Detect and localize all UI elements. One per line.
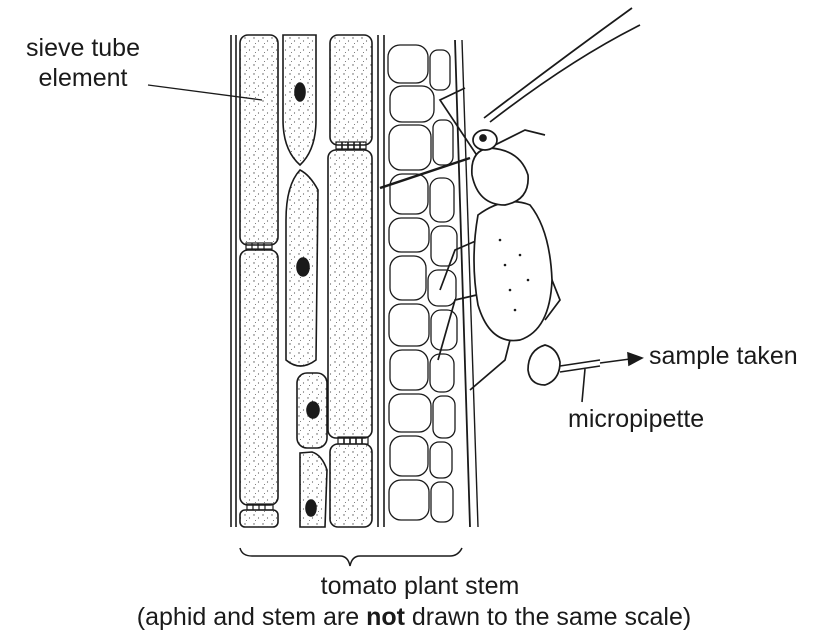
stem-epidermis: [455, 40, 470, 527]
scale-note-prefix: (aphid and stem are: [137, 603, 366, 631]
sieve-tube-column-right: [328, 35, 372, 527]
aphid-eye: [480, 135, 486, 141]
aphid-antenna: [484, 8, 632, 118]
aphid-leg: [440, 88, 480, 160]
aphid-stylet: [380, 158, 470, 188]
sieve-tube-label-line2: element: [8, 63, 158, 93]
sample-droplet: [528, 345, 560, 385]
stem-bracket: [240, 548, 462, 566]
aphid: [380, 8, 640, 390]
tomato-stem: [231, 35, 478, 527]
scale-note-suffix: drawn to the same scale): [405, 603, 691, 631]
sample-taken-label: sample taken: [649, 341, 798, 371]
micropipette-label: micropipette: [568, 404, 704, 434]
sieve-tube-column-left: [240, 35, 278, 527]
micropipette: [560, 353, 642, 402]
aphid-antenna: [490, 25, 640, 122]
arrow-shaft: [600, 359, 630, 363]
scale-note-emphasis: not: [366, 603, 405, 631]
micropipette-pointer: [582, 369, 585, 402]
companion-cells: [283, 35, 327, 527]
scale-note: (aphid and stem are not drawn to the sam…: [0, 602, 828, 632]
cortex-parenchyma: [388, 45, 457, 522]
stem-caption: tomato plant stem: [0, 571, 828, 601]
sieve-tube-element-label: sieve tube element: [8, 33, 158, 93]
sieve-tube-label-line1: sieve tube: [8, 33, 158, 63]
aphid-leg: [440, 240, 478, 290]
arrow-head: [628, 353, 642, 365]
